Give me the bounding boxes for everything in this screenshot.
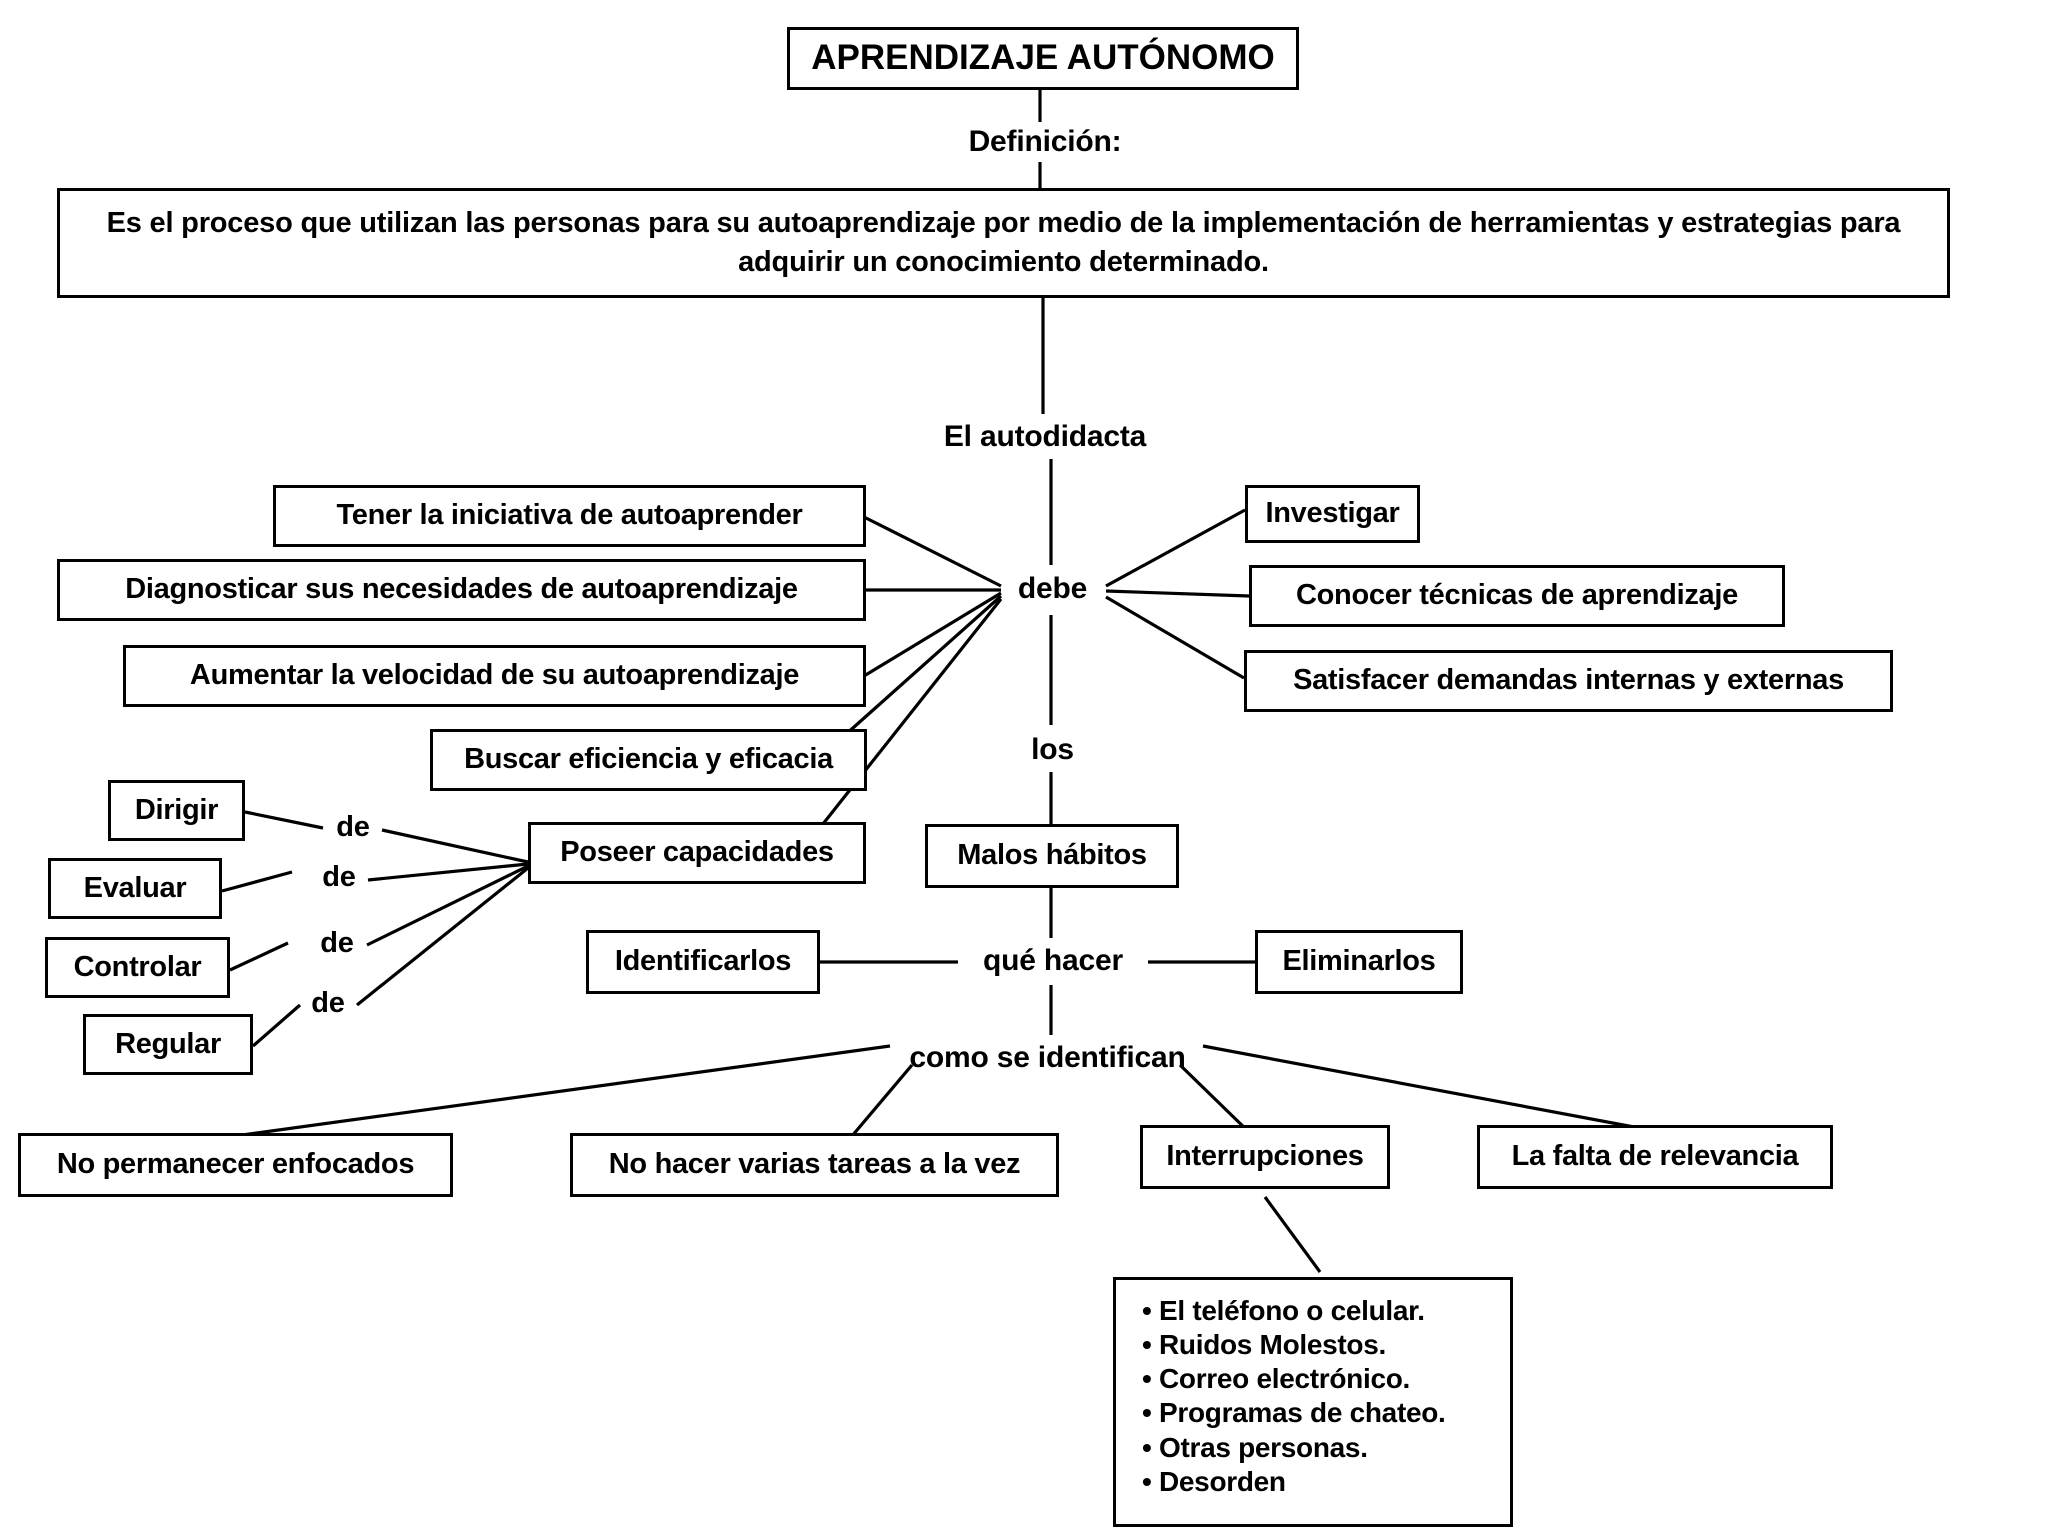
- edge-evaluar-de2: [221, 870, 293, 893]
- edge-dirigir-de1: [244, 810, 324, 830]
- node-no-permanecer-enfocados[interactable]: No permanecer enfocados: [18, 1133, 453, 1197]
- edge-debe-tener: [861, 514, 1002, 588]
- connector-label-los-text: los: [1031, 732, 1074, 766]
- edge-de1-poseer: [381, 828, 529, 864]
- node-aumentar-velocidad-label: Aumentar la velocidad de su autoaprendiz…: [189, 659, 800, 692]
- node-conocer-tecnicas-label: Conocer técnicas de aprendizaje: [1296, 579, 1738, 612]
- node-diagnosticar-necesidades-label: Diagnosticar sus necesidades de autoapre…: [125, 573, 798, 606]
- node-falta-relevancia-label: La falta de relevancia: [1511, 1140, 1799, 1173]
- edge-debe-poseer: [798, 598, 1003, 854]
- node-dirigir-label: Dirigir: [134, 793, 219, 826]
- node-no-permanecer-enfocados-label: No permanecer enfocados: [56, 1148, 415, 1181]
- edge-debe-conocer: [1105, 589, 1250, 598]
- list-item: El teléfono o celular.: [1142, 1294, 1492, 1328]
- connector-label-el-autodidacta-text: El autodidacta: [943, 419, 1147, 453]
- node-investigar-label: Investigar: [1265, 497, 1400, 530]
- node-no-hacer-varias-tareas[interactable]: No hacer varias tareas a la vez: [570, 1133, 1059, 1197]
- node-interrupciones[interactable]: Interrupciones: [1140, 1125, 1390, 1189]
- edge-como-faltarelevancia: [1202, 1044, 1651, 1132]
- edge-debe-satisfacer: [1105, 595, 1245, 680]
- node-regular-label: Regular: [115, 1027, 221, 1060]
- connector-label-de-4: de: [297, 982, 359, 1024]
- node-regular[interactable]: Regular: [83, 1014, 253, 1075]
- node-conocer-tecnicas[interactable]: Conocer técnicas de aprendizaje: [1249, 565, 1785, 627]
- node-malos-habitos[interactable]: Malos hábitos: [925, 824, 1179, 888]
- node-controlar[interactable]: Controlar: [45, 937, 230, 998]
- root-node-title-label: APRENDIZAJE AUTÓNOMO: [811, 38, 1275, 78]
- node-satisfacer-demandas[interactable]: Satisfacer demandas internas y externas: [1244, 650, 1893, 712]
- connector-label-definicion-text: Definición:: [968, 125, 1122, 158]
- connector-label-definicion: Definición:: [930, 122, 1160, 162]
- connector-label-de-1: de: [322, 806, 384, 848]
- edge-controlar-de3: [229, 941, 289, 972]
- node-evaluar-label: Evaluar: [83, 871, 187, 904]
- connector-label-que-hacer: qué hacer: [958, 938, 1148, 984]
- list-item: Otras personas.: [1142, 1431, 1492, 1465]
- edge-debe-investigar: [1105, 508, 1246, 588]
- edge-regular-de4: [251, 1003, 302, 1048]
- node-falta-relevancia[interactable]: La falta de relevancia: [1477, 1125, 1833, 1189]
- node-tener-iniciativa[interactable]: Tener la iniciativa de autoaprender: [273, 485, 866, 547]
- node-tener-iniciativa-label: Tener la iniciativa de autoaprender: [336, 499, 803, 532]
- edge-interrupciones-lista: [1263, 1196, 1322, 1273]
- edge-de3-poseer: [366, 864, 529, 947]
- connector-label-de-4-text: de: [311, 986, 345, 1019]
- edge-como-nopermanecer: [234, 1044, 891, 1138]
- node-aumentar-velocidad[interactable]: Aumentar la velocidad de su autoaprendiz…: [123, 645, 866, 707]
- node-satisfacer-demandas-label: Satisfacer demandas internas y externas: [1293, 664, 1844, 697]
- connector-label-el-autodidacta: El autodidacta: [930, 414, 1160, 459]
- node-evaluar[interactable]: Evaluar: [48, 858, 222, 919]
- connector-label-de-3-text: de: [320, 926, 354, 959]
- node-interrupciones-label: Interrupciones: [1166, 1140, 1364, 1173]
- connector-label-de-2-text: de: [322, 860, 356, 893]
- definition-node[interactable]: Es el proceso que utilizan las personas …: [57, 188, 1950, 298]
- connector-label-los: los: [1000, 727, 1105, 772]
- connector-label-debe-text: debe: [1017, 572, 1088, 605]
- node-identificarlos-label: Identificarlos: [614, 945, 792, 978]
- edge-de4-poseer: [355, 866, 530, 1007]
- node-buscar-eficiencia[interactable]: Buscar eficiencia y eficacia: [430, 729, 867, 791]
- edge-debe-aumentar: [863, 591, 1002, 678]
- definition-node-label: Es el proceso que utilizan las personas …: [106, 206, 1901, 278]
- node-no-hacer-varias-tareas-label: No hacer varias tareas a la vez: [608, 1148, 1021, 1181]
- node-interrupciones-detalle-list[interactable]: El teléfono o celular. Ruidos Molestos. …: [1113, 1277, 1513, 1527]
- list-item: Programas de chateo.: [1142, 1396, 1492, 1430]
- node-malos-habitos-label: Malos hábitos: [957, 839, 1147, 872]
- node-diagnosticar-necesidades[interactable]: Diagnosticar sus necesidades de autoapre…: [57, 559, 866, 621]
- node-poseer-capacidades-label: Poseer capacidades: [560, 836, 834, 869]
- connector-label-como-se-identifican: como se identifican: [890, 1035, 1205, 1080]
- connector-label-de-1-text: de: [336, 810, 370, 843]
- connector-label-debe: debe: [1000, 565, 1105, 613]
- node-eliminarlos-label: Eliminarlos: [1282, 945, 1436, 978]
- node-investigar[interactable]: Investigar: [1245, 485, 1420, 543]
- node-dirigir[interactable]: Dirigir: [108, 780, 245, 841]
- node-poseer-capacidades[interactable]: Poseer capacidades: [528, 822, 866, 884]
- node-buscar-eficiencia-label: Buscar eficiencia y eficacia: [464, 743, 833, 776]
- node-identificarlos[interactable]: Identificarlos: [586, 930, 820, 994]
- node-controlar-label: Controlar: [73, 950, 202, 983]
- list-item: Desorden: [1142, 1465, 1492, 1499]
- root-node-title[interactable]: APRENDIZAJE AUTÓNOMO: [787, 27, 1299, 90]
- connector-label-como-se-identifican-text: como se identifican: [909, 1040, 1186, 1074]
- node-eliminarlos[interactable]: Eliminarlos: [1255, 930, 1463, 994]
- edge-de2-poseer: [367, 862, 529, 882]
- connector-label-de-2: de: [308, 856, 370, 898]
- list-item: Ruidos Molestos.: [1142, 1328, 1492, 1362]
- connector-label-de-3: de: [306, 922, 368, 964]
- list-item: Correo electrónico.: [1142, 1362, 1492, 1396]
- connector-label-que-hacer-text: qué hacer: [983, 944, 1123, 977]
